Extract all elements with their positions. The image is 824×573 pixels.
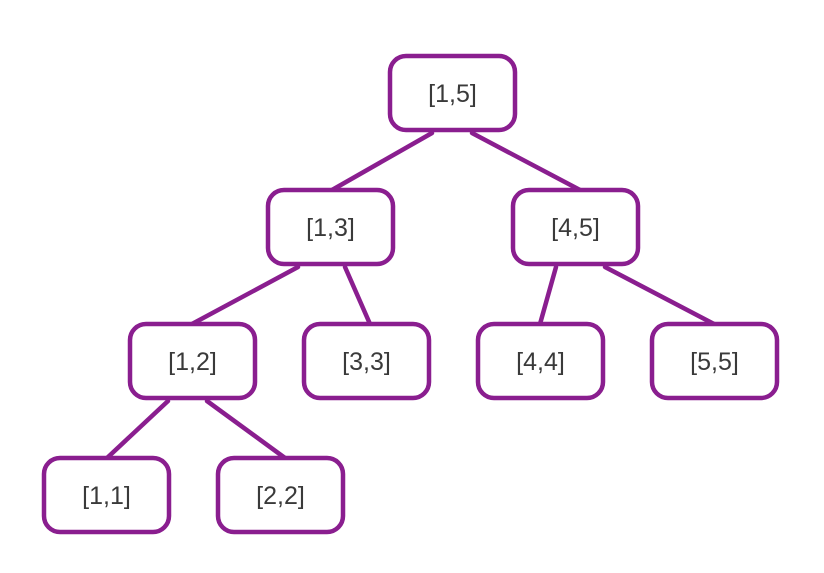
node-label: [1,5] (428, 80, 477, 108)
tree-node-n22: [2,2] (215, 455, 346, 535)
tree-node-n45: [4,5] (510, 187, 641, 267)
tree-node-n13: [1,3] (265, 187, 396, 267)
tree-node-n44: [4,4] (475, 321, 606, 401)
node-label: [4,5] (551, 214, 600, 242)
node-label: [5,5] (690, 348, 739, 376)
tree-node-n11: [1,1] (41, 455, 172, 535)
tree-node-n33: [3,3] (301, 321, 432, 401)
tree-node-n15: [1,5] (387, 53, 518, 133)
node-label: [2,2] (256, 482, 305, 510)
edge-n15-n13 (329, 130, 435, 193)
tree-nodes: [1,5] [1,3] [4,5] [1,2] [3,3] [4,4] [5,5] [1,1]… (41, 53, 780, 535)
edge-n15-n45 (469, 130, 583, 193)
node-box (510, 187, 641, 267)
edge-n13-n12 (189, 264, 301, 327)
edge-n45-n55 (602, 264, 717, 327)
edge-n12-n11 (104, 398, 171, 461)
node-box (475, 321, 606, 401)
edge-n13-n33 (342, 264, 373, 327)
node-label: [4,4] (516, 348, 565, 376)
node-label: [1,3] (306, 214, 355, 242)
node-box (301, 321, 432, 401)
edge-n45-n44 (537, 264, 559, 327)
node-label: [1,2] (168, 348, 217, 376)
node-box (41, 455, 172, 535)
node-box (215, 455, 346, 535)
node-label: [1,1] (82, 482, 131, 510)
node-box (649, 321, 780, 401)
tree-edges (104, 130, 717, 461)
node-box (127, 321, 258, 401)
node-box (265, 187, 396, 267)
tree-node-n55: [5,5] (649, 321, 780, 401)
edge-n12-n22 (204, 398, 288, 461)
node-label: [3,3] (342, 348, 391, 376)
node-box (387, 53, 518, 133)
tree-node-n12: [1,2] (127, 321, 258, 401)
